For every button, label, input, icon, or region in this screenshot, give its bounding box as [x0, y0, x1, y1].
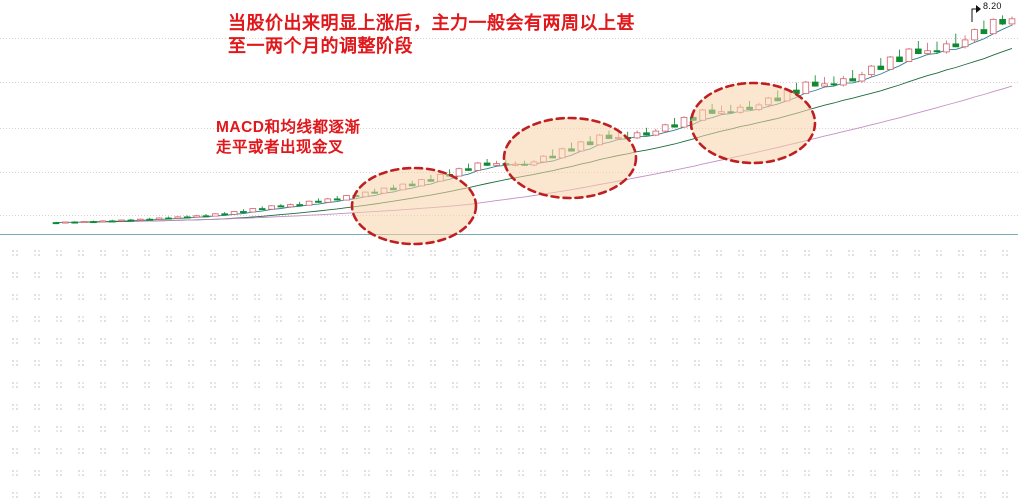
candle-body — [183, 216, 191, 219]
candle-body — [324, 198, 332, 203]
candle-body — [839, 78, 847, 86]
gridline — [0, 215, 1018, 216]
annotation-main-line2: 至一两个月的调整阶段 — [228, 36, 413, 57]
candle-body — [315, 200, 322, 203]
consolidation-zone-2 — [502, 116, 638, 200]
candle-body — [830, 83, 838, 86]
candle-body — [146, 218, 154, 221]
gridline — [0, 128, 1018, 129]
candle-body — [971, 29, 978, 41]
candle-body — [680, 116, 688, 128]
candle-body — [914, 48, 922, 55]
candle-body — [136, 218, 144, 221]
candle-body — [455, 168, 463, 177]
candle-body — [868, 65, 875, 76]
candle-body — [211, 213, 219, 217]
candle-body — [118, 219, 125, 222]
candle-body — [821, 83, 828, 87]
candle-body — [90, 221, 97, 224]
candle-body — [661, 124, 669, 132]
candle-body — [877, 65, 885, 70]
gridline — [0, 82, 1018, 83]
candle-body — [108, 220, 116, 223]
candle-body — [924, 50, 931, 54]
price-panel-baseline — [0, 234, 1018, 235]
candle-body — [305, 200, 313, 206]
candle-body — [802, 81, 810, 94]
candle-body — [333, 198, 341, 201]
candle-body — [633, 132, 641, 139]
candle-body — [268, 205, 275, 210]
candle-body — [643, 132, 650, 136]
candle-body — [277, 205, 285, 208]
candle-body — [474, 162, 482, 171]
candle-body — [155, 217, 163, 220]
indicator-panel — [0, 236, 1018, 498]
candle-body — [896, 56, 903, 63]
candle-body — [127, 219, 135, 222]
candle-body — [465, 168, 472, 171]
annotation-main: 当股价出来明显上涨后，主力一般会有两周以上甚 至一两个月的调整阶段 — [228, 12, 635, 58]
candle-body — [483, 162, 491, 166]
candle-body — [296, 204, 304, 207]
annotation-macd-line2: 走平或者出现金叉 — [216, 138, 345, 156]
candle-body — [52, 222, 60, 225]
candle-body — [933, 50, 941, 53]
consolidation-zone-3 — [689, 81, 817, 165]
candle-body — [62, 221, 69, 224]
highlight-ellipses — [350, 81, 817, 246]
annotation-macd-line1: MACD和均线都逐渐 — [216, 119, 361, 136]
candle-body — [849, 78, 857, 82]
candle-body — [1008, 18, 1016, 25]
candle-body — [671, 124, 678, 128]
candle-body — [493, 163, 500, 166]
candle-body — [193, 215, 200, 218]
gridline — [0, 38, 1018, 39]
candle-body — [80, 221, 88, 224]
candle-body — [99, 220, 107, 223]
candle-body — [989, 18, 997, 35]
candle-body — [811, 81, 819, 87]
candle-body — [174, 216, 182, 219]
candle-body — [793, 89, 800, 94]
candle-body — [286, 204, 294, 208]
price-marker — [971, 5, 981, 22]
candle-body — [905, 48, 913, 62]
annotation-macd: MACD和均线都逐渐 走平或者出现金叉 — [216, 118, 361, 158]
candle-body — [858, 74, 866, 82]
candle-body — [240, 211, 247, 214]
candle-body — [886, 56, 894, 70]
candle-body — [343, 195, 350, 201]
candle-body — [71, 221, 79, 224]
candle-body — [952, 43, 960, 48]
candle-body — [230, 211, 238, 215]
annotation-main-line1: 当股价出来明显上涨后，主力一般会有两周以上甚 — [228, 13, 635, 33]
candle-body — [961, 39, 969, 48]
indicator-grid-dots-offset — [0, 236, 1018, 498]
candle-body — [999, 18, 1006, 25]
candle-body — [980, 29, 988, 35]
candle-body — [249, 208, 257, 213]
candle-body — [652, 130, 660, 136]
candle-body — [165, 217, 172, 220]
candle-body — [202, 215, 210, 218]
consolidation-zone-1 — [350, 166, 478, 246]
candle-body — [258, 208, 266, 211]
candle-body — [221, 213, 229, 216]
price-label: 8.20 — [983, 1, 1002, 11]
candle-body — [943, 43, 950, 53]
